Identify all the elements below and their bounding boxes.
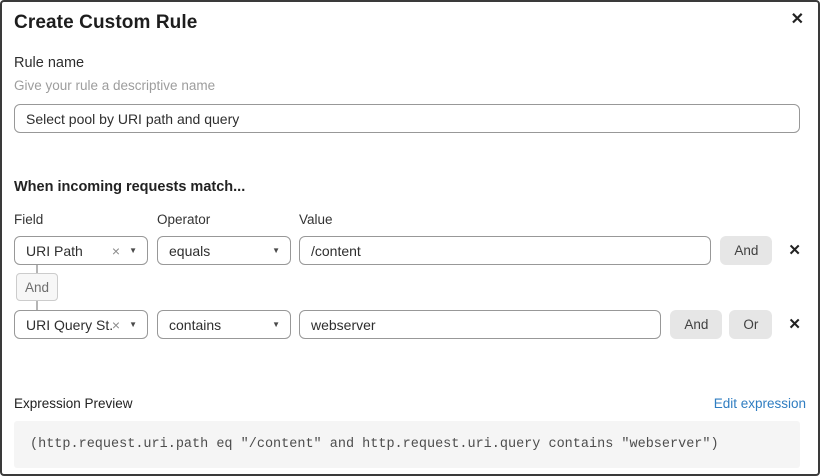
add-and-condition-button-1[interactable]: And [720,236,773,265]
value-input-1[interactable] [299,236,712,265]
match-heading: When incoming requests match... [14,179,246,195]
field-select-1[interactable]: URI Path × ▼ [14,236,148,265]
condition-row-2: URI Query St... × ▼ contains ▼ And Or ✕ [14,310,806,339]
rule-name-section: Rule name Give your rule a descriptive n… [14,55,806,133]
value-column-label: Value [299,212,333,227]
edit-expression-link[interactable]: Edit expression [713,396,806,411]
add-and-condition-button-2[interactable]: And [670,310,723,339]
close-icon[interactable]: ✕ [787,10,808,30]
page-title: Create Custom Rule [14,12,198,33]
add-or-condition-button-2[interactable]: Or [729,310,773,339]
rule-name-input[interactable] [14,104,800,133]
field-select-2-value: URI Query St... [26,316,112,333]
condition-column-labels: Field Operator Value [14,212,806,227]
condition-row-1: URI Path × ▼ equals ▼ And ✕ [14,236,806,265]
connector-line-bottom [36,301,38,310]
operator-select-1[interactable]: equals ▼ [157,236,291,265]
dialog-header: Create Custom Rule ✕ [14,12,806,34]
row-join-connector: And [14,265,806,310]
field-column-label: Field [14,212,44,227]
field-select-1-value: URI Path [26,242,83,259]
expression-preview-label: Expression Preview [14,396,133,411]
chevron-down-icon: ▼ [129,319,137,329]
rule-name-hint: Give your rule a descriptive name [14,78,216,93]
expression-preview-code: (http.request.uri.path eq "/content" and… [30,437,719,452]
expression-preview-header: Expression Preview Edit expression [14,396,806,411]
operator-select-2-value: contains [169,316,222,333]
clear-selection-icon[interactable]: × [111,242,121,259]
rule-name-label: Rule name [14,55,85,71]
delete-row-icon-1[interactable]: ✕ [788,242,801,259]
delete-row-icon-2[interactable]: ✕ [788,316,801,333]
field-select-2[interactable]: URI Query St... × ▼ [14,310,148,339]
operator-select-1-value: equals [169,242,211,259]
chevron-down-icon: ▼ [129,245,137,255]
operator-column-label: Operator [157,212,211,227]
chevron-down-icon: ▼ [272,319,280,329]
chevron-down-icon: ▼ [272,245,280,255]
expression-preview-box: (http.request.uri.path eq "/content" and… [14,421,800,468]
value-input-2[interactable] [299,310,662,339]
join-and-badge: And [16,273,58,301]
connector-line-top [36,265,38,273]
operator-select-2[interactable]: contains ▼ [157,310,291,339]
clear-selection-icon[interactable]: × [111,316,121,333]
